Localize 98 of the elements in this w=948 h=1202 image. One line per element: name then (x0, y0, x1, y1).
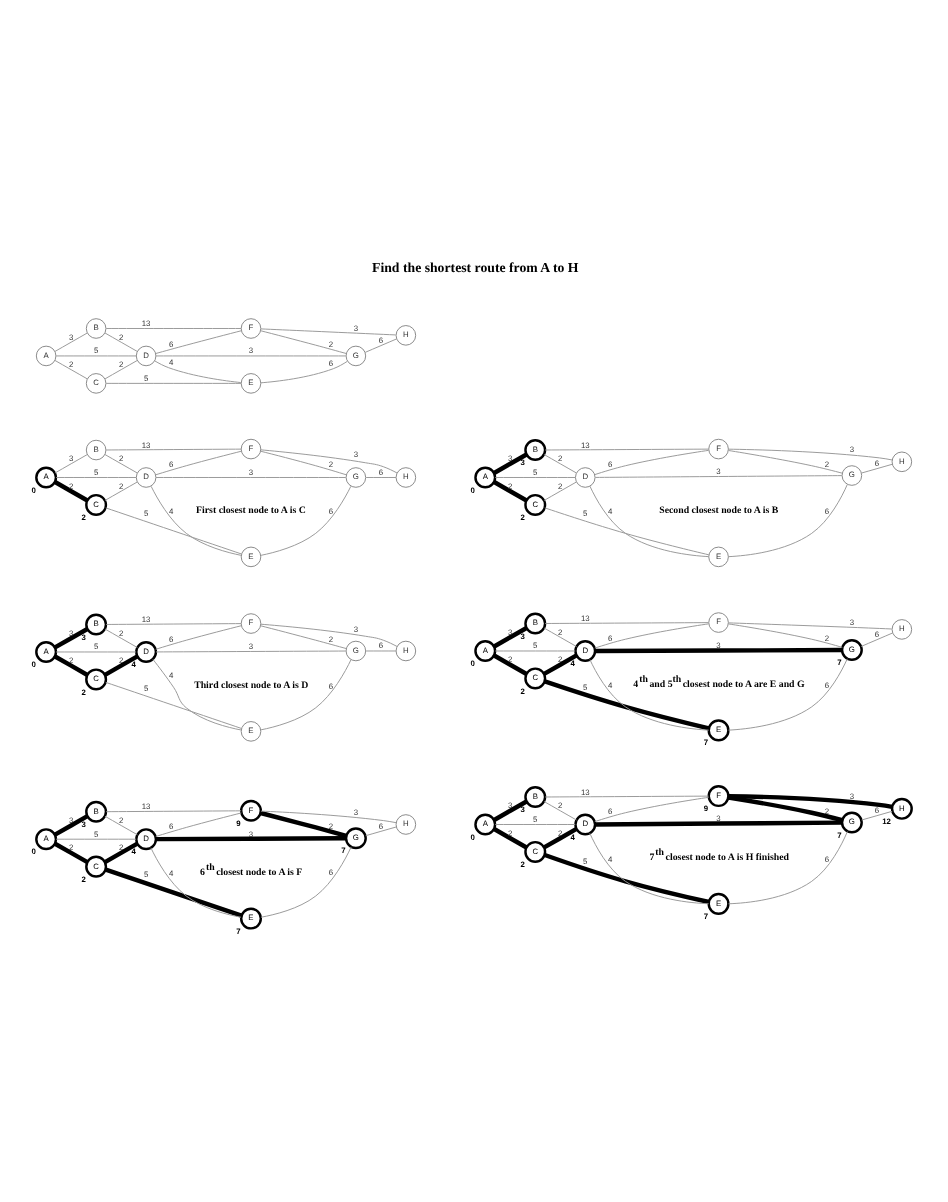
connector (493, 480, 528, 503)
connector (104, 454, 138, 474)
connector (728, 793, 893, 810)
connector (155, 625, 242, 650)
connector (152, 658, 242, 731)
connector (156, 836, 346, 842)
connector (54, 454, 88, 474)
connector (594, 623, 710, 649)
connector (155, 450, 242, 476)
connector (55, 355, 137, 357)
connector (493, 799, 528, 822)
connector (105, 810, 242, 813)
connector (544, 795, 710, 798)
connector (150, 485, 242, 556)
connector (860, 632, 894, 647)
connector (494, 650, 576, 652)
connector (103, 654, 139, 677)
connector (260, 485, 352, 556)
connector (260, 330, 347, 354)
connector (105, 867, 243, 918)
connector (728, 623, 843, 648)
connector (543, 627, 577, 648)
connector (594, 449, 710, 476)
connector (155, 355, 347, 357)
connector (543, 827, 578, 850)
connector (728, 831, 848, 905)
connector (594, 796, 710, 823)
connector (493, 827, 528, 850)
connector (544, 507, 710, 556)
connector (544, 679, 710, 731)
connector (104, 481, 138, 501)
connector (155, 330, 242, 354)
connector (365, 826, 397, 837)
connector (260, 810, 347, 838)
connector (55, 651, 137, 653)
connector (260, 659, 352, 731)
connector (543, 801, 577, 821)
connector (595, 647, 842, 654)
connector (105, 382, 242, 384)
connector (544, 622, 710, 624)
connector (155, 650, 347, 653)
connector (493, 626, 528, 649)
connector (364, 338, 398, 353)
connector (365, 477, 397, 478)
connector (861, 463, 893, 474)
connector (105, 328, 242, 329)
connector (53, 814, 89, 837)
connector (728, 658, 848, 731)
connector (728, 795, 843, 823)
connector (260, 449, 398, 474)
connector (260, 846, 352, 918)
connector (543, 653, 578, 676)
connector (55, 838, 137, 840)
connector (55, 477, 137, 478)
connector (260, 625, 347, 650)
connector (105, 623, 242, 625)
connector (155, 812, 242, 837)
connector (543, 454, 577, 474)
connector (728, 484, 848, 558)
connector (105, 507, 242, 555)
connector (103, 841, 139, 865)
connector (544, 852, 710, 905)
connector (589, 485, 710, 558)
connector (544, 448, 710, 451)
connector (54, 332, 88, 352)
connector (260, 810, 397, 824)
connector (260, 450, 347, 476)
connector (861, 810, 893, 821)
connector (105, 448, 242, 451)
connector (543, 481, 577, 501)
connector (260, 623, 398, 647)
connector (260, 360, 348, 384)
connector (595, 820, 842, 827)
connector (494, 477, 576, 478)
connector (728, 450, 843, 474)
connector (589, 832, 710, 905)
connector (104, 359, 138, 380)
connector (53, 627, 89, 650)
connector (260, 328, 397, 336)
connector (493, 452, 528, 475)
connector (493, 653, 528, 676)
connector (365, 650, 397, 652)
connector (53, 841, 89, 865)
connector (53, 480, 89, 503)
connector (54, 360, 88, 380)
connector (594, 475, 843, 478)
connector (104, 628, 138, 648)
connector (150, 847, 242, 918)
connector (154, 360, 242, 384)
connector (104, 332, 138, 352)
connector (589, 659, 710, 731)
connector (728, 622, 893, 630)
connector (728, 448, 893, 461)
connector (104, 815, 138, 836)
connector (105, 681, 242, 729)
connector (494, 824, 576, 825)
connector (53, 654, 89, 677)
connector (155, 477, 347, 478)
